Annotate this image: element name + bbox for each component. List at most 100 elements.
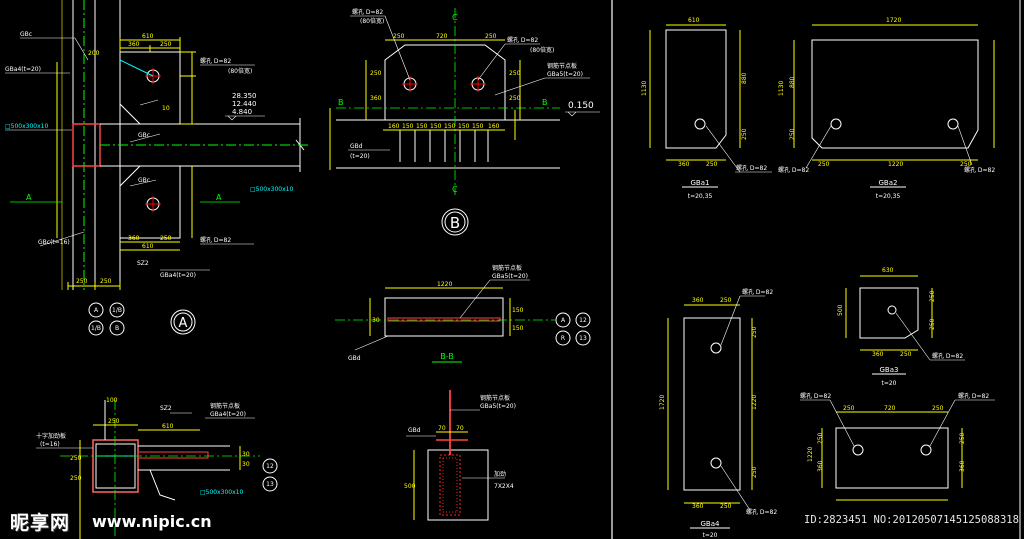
svg-text:30: 30 (242, 461, 250, 468)
svg-text:GBd: GBd (408, 427, 421, 434)
svg-text:100: 100 (106, 397, 118, 404)
svg-text:螺孔 D=82: 螺孔 D=82 (736, 164, 767, 172)
svg-text:GBa4(t=20): GBa4(t=20) (210, 411, 246, 418)
plate-gba4-text: 360 250 1720 1220 250 250 360 250 螺孔 D=8… (659, 288, 777, 539)
svg-text:360: 360 (128, 235, 140, 242)
svg-text:1720: 1720 (659, 395, 666, 410)
svg-text:GBa3: GBa3 (880, 366, 899, 374)
svg-text:GBd: GBd (350, 143, 363, 150)
detail-c (36, 400, 278, 539)
svg-text:360: 360 (678, 161, 690, 168)
svg-text:0.150: 0.150 (568, 101, 594, 111)
svg-text:GBa5(t=20): GBa5(t=20) (492, 273, 528, 280)
svg-text:250: 250 (76, 278, 88, 285)
elev-2: 12.440 (232, 100, 257, 108)
svg-text:B: B (115, 325, 119, 332)
section-bb (335, 279, 591, 363)
svg-text:GBd: GBd (348, 355, 361, 362)
svg-text:1720: 1720 (886, 17, 901, 24)
svg-text:□500x300x10: □500x300x10 (200, 489, 243, 496)
svg-text:30: 30 (242, 451, 250, 458)
watermark-id: ID:2823451 NO:20120507145125088318 (804, 514, 1019, 526)
svg-text:250: 250 (789, 128, 796, 140)
svg-text:250: 250 (485, 33, 497, 40)
svg-text:150: 150 (402, 123, 414, 130)
svg-text:GBa5(t=20): GBa5(t=20) (547, 71, 583, 78)
svg-text:12: 12 (579, 317, 587, 324)
plate-gba1-text: 610 1130 880 250 360 250 螺孔 D=82 GBa1 t=… (641, 17, 767, 200)
svg-text:B: B (542, 98, 548, 107)
svg-text:630: 630 (882, 267, 894, 274)
detail-a (5, 0, 310, 336)
svg-text:160: 160 (488, 123, 500, 130)
svg-text:360: 360 (128, 41, 140, 48)
section-bb-title: B-B (440, 352, 454, 361)
svg-text:1220: 1220 (751, 395, 758, 410)
svg-text:C: C (452, 13, 458, 22)
svg-text:螺孔 D=82: 螺孔 D=82 (800, 392, 831, 400)
svg-text:250: 250 (751, 466, 758, 478)
svg-text:钢筋节点板: 钢筋节点板 (547, 62, 577, 70)
svg-text:钢筋节点板: 钢筋节点板 (492, 264, 522, 272)
svg-text:200: 200 (88, 50, 100, 57)
svg-text:250: 250 (370, 70, 382, 77)
watermark-site: www.nipic.cn (92, 512, 212, 531)
svg-text:360: 360 (370, 95, 382, 102)
svg-text:250: 250 (960, 161, 972, 168)
svg-text:250: 250 (70, 455, 82, 462)
detail-c-text: SZ2 钢筋节点板 GBa4(t=20) 十字加劲板 (t=16) □500x3… (36, 397, 274, 496)
svg-text:1220: 1220 (888, 161, 903, 168)
plate-gba1 (649, 24, 772, 188)
section-bb-text: 钢筋节点板 GBa5(t=20) GBd 1220 30 150 150 A 1… (348, 264, 587, 362)
plate-gba2 (793, 24, 995, 188)
svg-text:360: 360 (872, 351, 884, 358)
detail-a-text: GBc GBa4(t=20) □500x300x10 GBc GBc GBc(t… (5, 31, 293, 332)
svg-text:250: 250 (741, 128, 748, 140)
svg-text:250: 250 (720, 503, 732, 510)
svg-text:钢筋节点板: 钢筋节点板 (480, 394, 510, 402)
svg-text:1130: 1130 (641, 81, 648, 96)
svg-text:30: 30 (372, 317, 380, 324)
plate-gba5-text: 250 720 250 1220 250 360 250 360 螺孔 D=82… (800, 392, 989, 472)
svg-text:150: 150 (444, 123, 456, 130)
svg-text:250: 250 (959, 432, 966, 444)
svg-text:螺孔 D=82: 螺孔 D=82 (507, 36, 538, 44)
svg-text:GBa4: GBa4 (701, 520, 721, 528)
label-gbc-2: GBc (138, 132, 150, 139)
svg-text:610: 610 (142, 33, 154, 40)
svg-text:500: 500 (404, 483, 416, 490)
svg-text:250: 250 (509, 70, 521, 77)
svg-text:1130: 1130 (778, 81, 785, 96)
elev-1: 28.350 (232, 92, 257, 100)
plate-gba3-text: 630 500 250 250 360 250 螺孔 D=82 GBa3 t=2… (837, 267, 963, 387)
svg-text:1/B: 1/B (91, 325, 101, 332)
detail-d (406, 390, 505, 521)
svg-text:1/B: 1/B (112, 307, 122, 314)
svg-text:150: 150 (472, 123, 484, 130)
svg-text:250: 250 (817, 432, 824, 444)
svg-text:250: 250 (100, 278, 112, 285)
svg-text:R: R (561, 335, 565, 342)
svg-text:250: 250 (720, 297, 732, 304)
svg-text:250: 250 (929, 318, 936, 330)
svg-text:250: 250 (818, 161, 830, 168)
svg-text:150: 150 (416, 123, 428, 130)
svg-text:1220: 1220 (437, 281, 452, 288)
svg-text:250: 250 (70, 475, 82, 482)
svg-text:250: 250 (900, 351, 912, 358)
label-gbc: GBc (20, 31, 32, 38)
svg-text:160: 160 (388, 123, 400, 130)
svg-text:螺孔 D=82: 螺孔 D=82 (958, 392, 989, 400)
plate-gba4 (667, 295, 765, 529)
svg-text:A: A (216, 193, 222, 202)
plate-gba2-text: 1720 1130 880 250 250 1220 250 螺孔 D=82 螺… (778, 17, 995, 200)
svg-text:70: 70 (438, 425, 446, 432)
svg-text:螺孔 D=82: 螺孔 D=82 (352, 8, 383, 16)
svg-text:t=20: t=20 (881, 380, 896, 387)
svg-text:A: A (26, 193, 32, 202)
label-beam-tube: □500x300x10 (250, 186, 293, 193)
svg-text:610: 610 (162, 423, 174, 430)
svg-text:150: 150 (458, 123, 470, 130)
svg-text:70: 70 (456, 425, 464, 432)
